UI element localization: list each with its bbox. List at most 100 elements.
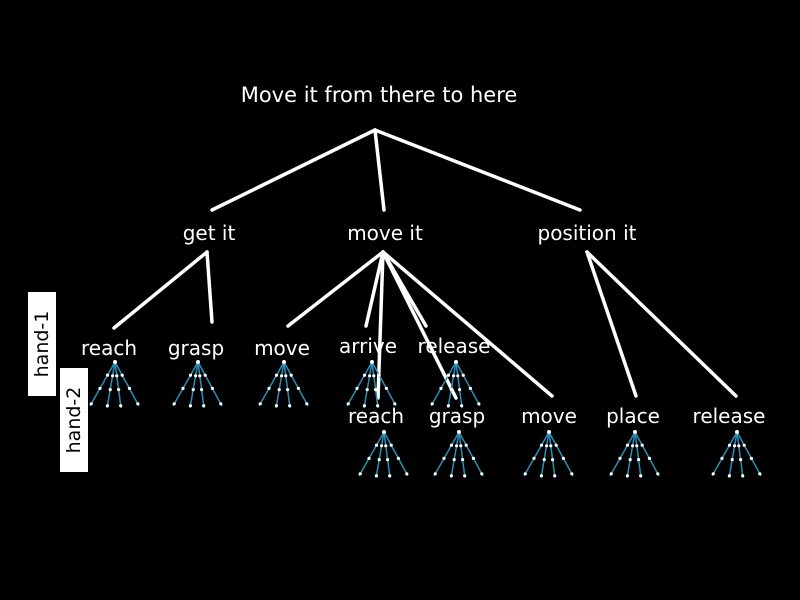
- fan-dot: [460, 404, 464, 408]
- hand-1-action-release: release: [418, 334, 491, 358]
- fan-line: [455, 361, 481, 407]
- edge-get-it-reach: [112, 250, 209, 330]
- fan-line: [736, 431, 744, 479]
- fan-line: [458, 431, 466, 479]
- edge-root-move-it: [373, 128, 386, 212]
- fan-dot: [442, 456, 446, 460]
- edge-position-it-place: [585, 250, 638, 398]
- fan-apex-dot: [113, 360, 117, 364]
- fan-dot: [647, 456, 652, 460]
- edge-move-it-grasp-2: [381, 250, 458, 400]
- fan-dot: [456, 374, 460, 378]
- fan-dot: [741, 474, 745, 478]
- fan-dot: [98, 386, 102, 390]
- hand-2-action-release: release: [693, 404, 766, 428]
- fan-dot: [396, 456, 400, 460]
- fan-dot: [384, 444, 388, 448]
- fan-dot: [194, 374, 198, 378]
- fan-line: [728, 431, 738, 479]
- fan-dot: [377, 458, 381, 462]
- fan-dot: [384, 386, 388, 390]
- subtask-get-it-label: get it: [183, 221, 236, 245]
- fan-dot: [115, 374, 119, 378]
- fan-line: [634, 431, 642, 479]
- fan-dot: [389, 443, 393, 447]
- fan-dot: [727, 474, 732, 478]
- fan-dot: [120, 373, 124, 377]
- fan-line: [358, 431, 385, 477]
- edge-move-it-move-2: [381, 250, 554, 398]
- fan-dot: [433, 472, 437, 476]
- fan-dot: [625, 443, 630, 447]
- fan-hand-2-move: [523, 430, 574, 479]
- root-task-label: Move it from there to here: [241, 83, 518, 107]
- fan-dot: [346, 402, 350, 406]
- fan-dot: [374, 474, 378, 478]
- fan-dot: [119, 404, 123, 408]
- fan-dot: [452, 374, 456, 378]
- fan-line: [548, 431, 556, 479]
- fan-dot: [449, 388, 453, 392]
- fan-dot: [561, 456, 566, 460]
- fan-dot: [136, 402, 140, 406]
- fan-dot: [449, 474, 453, 478]
- fan-dot: [523, 472, 527, 476]
- edge-position-it-release-2: [585, 250, 738, 398]
- fan-dot: [117, 388, 121, 392]
- fan-apex-dot: [547, 430, 551, 434]
- fan-dot: [737, 444, 741, 448]
- fan-dot: [539, 474, 544, 478]
- fan-dot: [631, 444, 635, 448]
- fan-hand-1-grasp: [172, 360, 223, 409]
- fan-line: [447, 361, 457, 409]
- fan-dot: [365, 388, 369, 392]
- fan-dot: [202, 404, 206, 408]
- fan-line: [548, 431, 574, 477]
- fan-dot: [449, 443, 454, 447]
- fan-line: [89, 361, 116, 407]
- fan-dot: [372, 374, 376, 378]
- fan-dot: [720, 456, 724, 460]
- fan-dot: [362, 404, 366, 408]
- fan-line: [283, 361, 291, 409]
- fan-dot: [461, 458, 465, 462]
- fan-dot: [198, 374, 202, 378]
- hand-2-action-reach: reach: [348, 404, 404, 428]
- fan-dot: [191, 388, 195, 392]
- subtask-position-it-label: position it: [538, 221, 637, 245]
- edge-root-position-it: [373, 128, 582, 212]
- edge-move-it-arrive: [364, 250, 385, 328]
- fan-line: [283, 361, 309, 407]
- fan-dot: [458, 388, 462, 392]
- fan-line: [371, 361, 379, 409]
- fan-dot: [446, 373, 451, 377]
- fan-dot: [296, 386, 300, 390]
- fan-line: [275, 361, 285, 409]
- fan-dot: [355, 386, 359, 390]
- fan-dot: [459, 444, 463, 448]
- fan-dot: [730, 458, 734, 462]
- fan-dot: [480, 472, 484, 476]
- fan-dot: [455, 444, 459, 448]
- fan-line: [540, 431, 550, 479]
- fan-apex-dot: [196, 360, 200, 364]
- fan-hand-1-release: [430, 360, 481, 409]
- fan-hand-1-reach: [89, 360, 140, 409]
- fan-line: [736, 431, 762, 477]
- hand-1-action-grasp: grasp: [168, 336, 224, 360]
- fan-dot: [105, 373, 110, 377]
- fan-hand-1-move: [258, 360, 309, 409]
- fan-dot: [258, 402, 262, 406]
- fan-dot: [733, 444, 737, 448]
- fan-dot: [656, 472, 660, 476]
- fan-dot: [305, 402, 309, 406]
- fan-dot: [274, 404, 278, 408]
- fan-dot: [618, 456, 622, 460]
- fan-dot: [439, 386, 443, 390]
- fan-dot: [625, 474, 630, 478]
- hand-1-action-reach: reach: [81, 336, 137, 360]
- fan-line: [383, 431, 391, 479]
- fan-apex-dot: [370, 360, 374, 364]
- fan-line: [523, 431, 550, 477]
